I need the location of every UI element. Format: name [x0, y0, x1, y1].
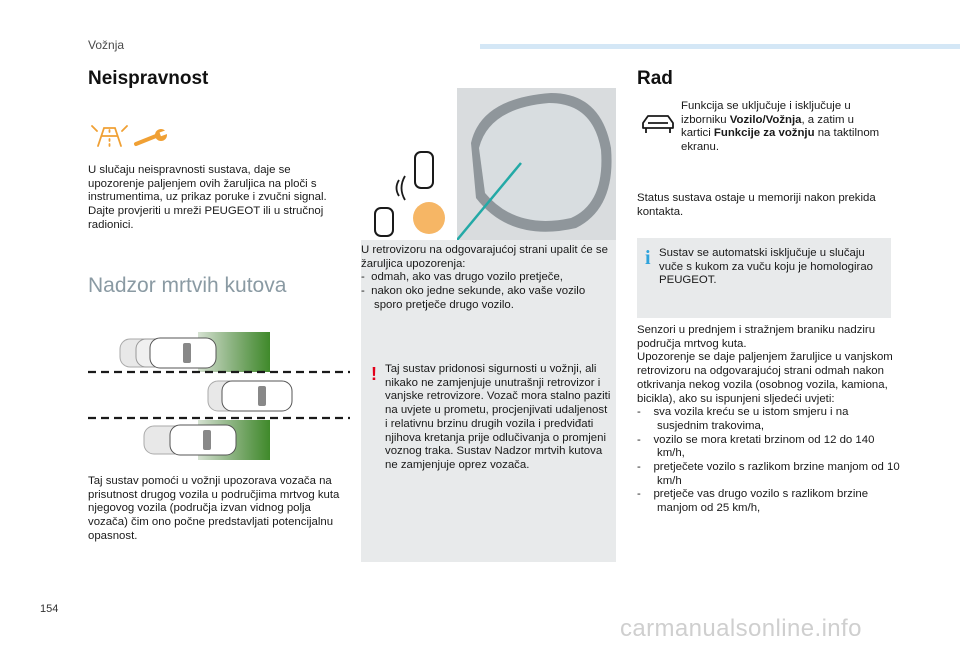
mirror-list: - odmah, ako vas drugo vozilo pretječe, … — [361, 271, 611, 312]
section-label: Vožnja — [88, 38, 125, 52]
traffic-illustration — [88, 332, 350, 460]
sensors-intro: Senzori u prednjem i stražnjem braniku n… — [637, 324, 876, 350]
sensor-conditions: - sva vozila kreću se u istom smjeru i n… — [637, 406, 902, 516]
warning-mark-icon: ! — [371, 364, 377, 384]
operation-pre: Funkcija se uključuje i isključuje u izb… — [681, 100, 851, 126]
page-number: 154 — [40, 603, 59, 615]
tab-name: Funkcije za vožnju — [713, 127, 815, 140]
sensors-intro-2: Upozorenje se daje paljenjem žaruljice u… — [637, 351, 893, 405]
fault-text: U slučaju neispravnosti sustava, daje se… — [88, 164, 327, 231]
fault-title: Neispravnost — [88, 68, 209, 89]
mirror-item-1: - odmah, ako vas drugo vozilo pretječe, — [361, 271, 563, 284]
mirror-illustration — [361, 88, 616, 240]
info-mark-icon: i — [645, 247, 651, 269]
mirror-item-2: - nakon oko jedne sekunde, ako vaše vozi… — [361, 285, 586, 311]
sensors-text: Senzori u prednjem i stražnjem braniku n… — [637, 324, 902, 516]
info-text: Sustav se automatski isključuje u slučaj… — [659, 247, 873, 287]
sensor-item-1: - sva vozila kreću se u istom smjeru i n… — [637, 406, 849, 432]
sensor-item-3: - pretječete vozilo s razlikom brzine ma… — [637, 461, 900, 487]
sensor-item-4: - pretječe vas drugo vozilo s razlikom b… — [637, 488, 869, 515]
info-box: i Sustav se automatski isključuje u sluč… — [637, 238, 891, 318]
assist-text: Taj sustav pomoći u vožnji upozorava voz… — [88, 475, 340, 542]
mirror-intro: U retrovizoru na odgovarajućoj strani up… — [361, 244, 608, 270]
operation-post: na taktilnom ekranu. — [681, 127, 880, 154]
blind-spot-title: Nadzor mrtvih kutova — [88, 274, 287, 297]
watermark: carmanualsonline.info — [620, 615, 862, 642]
warning-box: ! Taj sustav pridonosi sigurnosti u vožn… — [361, 352, 616, 502]
operation-text: Funkcija se uključuje i isključuje u izb… — [681, 100, 881, 155]
status-text: Status sustava ostaje u memoriji nakon p… — [637, 192, 876, 218]
operation-mid: , a zatim u kartici — [681, 113, 855, 140]
operation-title: Rad — [637, 68, 673, 89]
sensor-item-2: - vozilo se mora kretati brzinom od 12 d… — [637, 433, 875, 460]
wrench-icon — [134, 129, 169, 146]
mirror-text: U retrovizoru na odgovarajućoj strani up… — [361, 244, 611, 313]
menu-path: Vozilo/Vožnja — [729, 113, 802, 126]
header-bar — [480, 44, 960, 49]
warning-lamp-icon — [91, 125, 128, 147]
warning-text: Taj sustav pridonosi sigurnosti u vožnji… — [385, 363, 611, 471]
car-menu-icon — [642, 115, 674, 133]
